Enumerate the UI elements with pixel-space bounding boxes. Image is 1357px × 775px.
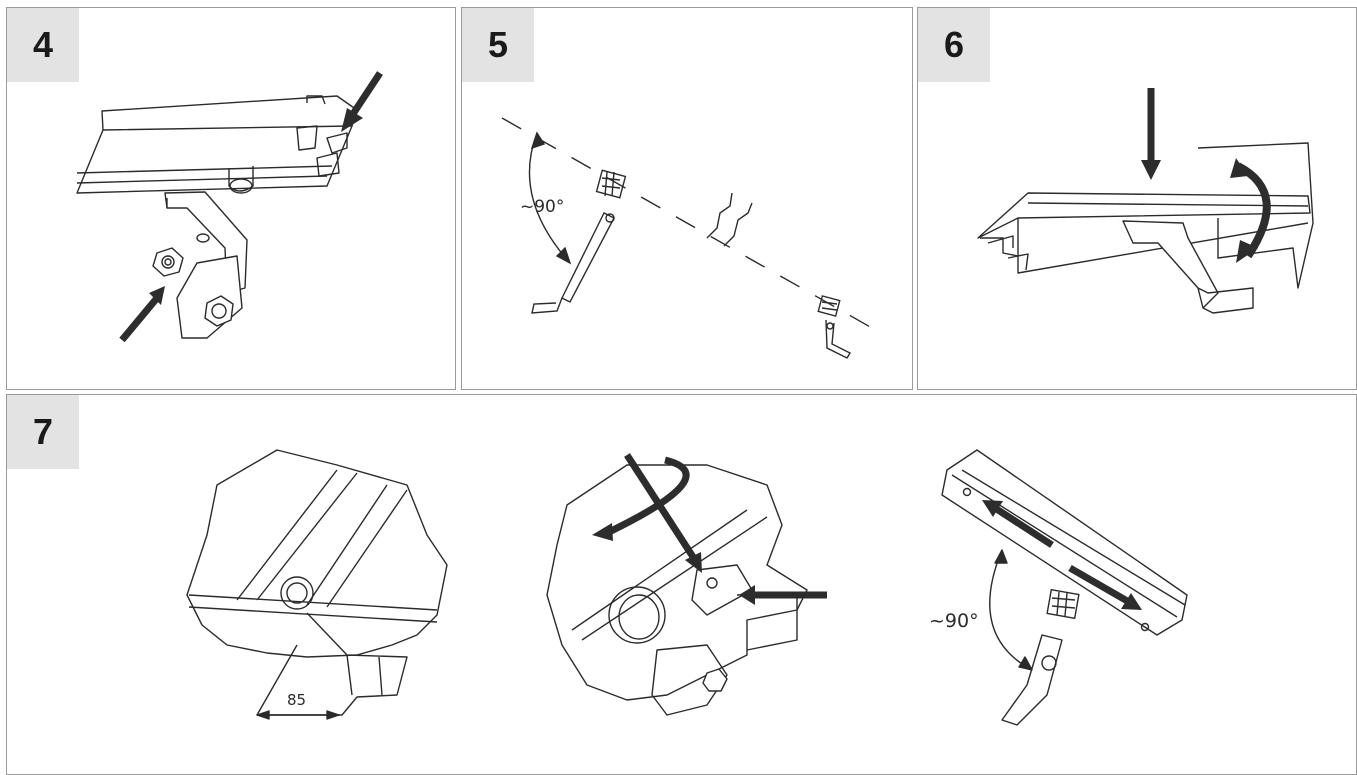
- step-7-number: 7: [7, 395, 79, 469]
- step-5-panel: 5 ~9: [461, 7, 913, 390]
- arrow-icon: [592, 453, 1142, 610]
- rail-clamp-detail: [186, 449, 448, 720]
- break-mark: [706, 192, 753, 247]
- hex-nut-right: [204, 295, 234, 327]
- roof-hook-left: [531, 169, 627, 314]
- angle-label: ~90°: [520, 197, 564, 217]
- roof-tile: [1197, 142, 1314, 289]
- rail-top: [101, 95, 358, 131]
- step-4-panel: 4: [6, 7, 456, 390]
- arrow-icon: [119, 71, 383, 343]
- step-6-illustration: [977, 88, 1314, 314]
- rail-bolt: [228, 166, 254, 192]
- step-4-number: 4: [7, 8, 79, 82]
- step-5-illustration: ~90°: [501, 117, 873, 359]
- end-cap: [608, 586, 666, 644]
- angle-label: ~90°: [929, 610, 979, 632]
- step-6-number: 6: [918, 8, 990, 82]
- step-6-panel: 6: [917, 7, 1357, 390]
- rail-axis: [501, 117, 873, 329]
- step-7-illustration: 85 ~90°: [186, 449, 1188, 726]
- roof-hook-right: [817, 295, 851, 359]
- clamp-tighten-detail: [546, 464, 808, 716]
- step-5-number: 5: [462, 8, 534, 82]
- step-7-panel: 7: [6, 394, 1357, 775]
- angle-arc: [989, 549, 1033, 671]
- hex-nut-left: [152, 247, 184, 277]
- dimension-label: 85: [287, 691, 306, 709]
- clamp-bolt: [280, 576, 314, 610]
- arrow-icon: [1141, 88, 1271, 263]
- step-4-illustration: [76, 71, 383, 343]
- rail-alignment-detail: [941, 449, 1188, 726]
- rail-profile: [977, 192, 1311, 239]
- roof-hook: [1122, 220, 1219, 309]
